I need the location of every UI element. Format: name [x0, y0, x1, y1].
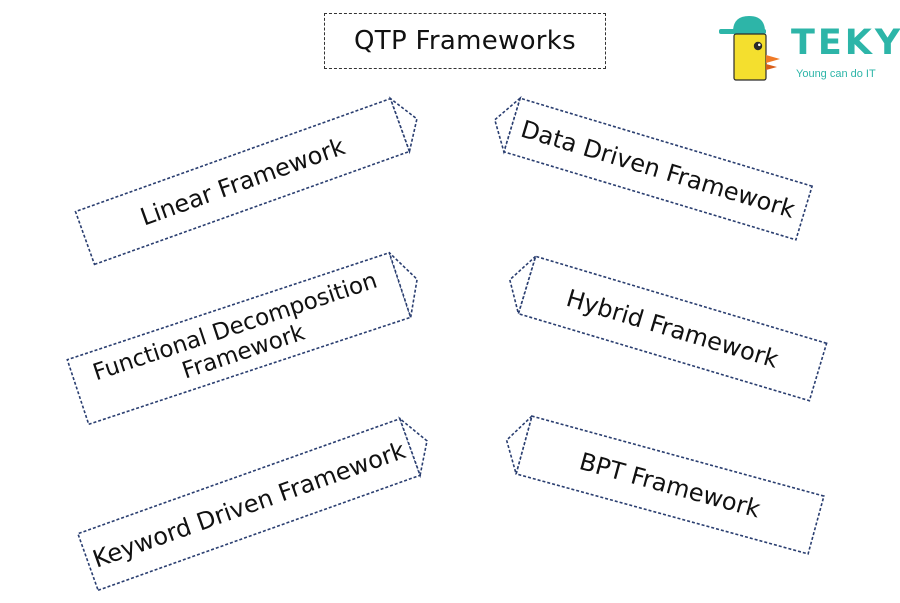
left-framework-tip-3 — [398, 416, 428, 479]
teky-logo: TEKY Young can do IT — [716, 12, 900, 92]
left-framework-label-3-line-1: Keyword Driven Framework — [89, 436, 409, 573]
left-framework-arrow-3: Keyword Driven Framework — [76, 416, 428, 592]
logo-wordmark: TEKY — [791, 23, 900, 63]
left-framework-label-3: Keyword Driven Framework — [89, 436, 409, 573]
right-framework-box-2 — [517, 255, 828, 402]
right-framework-tip-3 — [505, 413, 534, 477]
left-framework-arrow-1: Linear Framework — [74, 96, 418, 266]
diagram-title: QTP Frameworks — [354, 26, 576, 56]
left-framework-tip-1 — [388, 96, 418, 155]
left-framework-arrow-2: Functional DecompositionFramework — [66, 251, 418, 426]
diagram-title-box: QTP Frameworks — [324, 13, 606, 69]
mascot-icon — [719, 16, 780, 81]
right-framework-arrow-1: Data Driven Framework — [493, 95, 814, 241]
right-framework-arrow-2: Hybrid Framework — [508, 253, 828, 402]
left-framework-tip-2 — [388, 252, 418, 318]
right-framework-tip-1 — [493, 95, 522, 155]
logo-slogan: Young can do IT — [796, 68, 876, 80]
right-framework-arrow-3: BPT Framework — [505, 413, 825, 555]
right-framework-tip-2 — [508, 253, 538, 317]
